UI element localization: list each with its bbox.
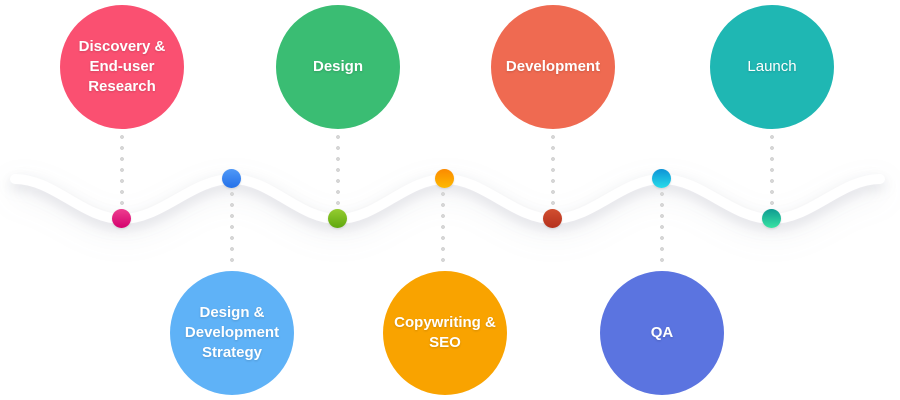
stage-circle-development: Development — [491, 5, 615, 129]
connector-dotted-line-launch — [770, 135, 774, 205]
stage-circle-qa: QA — [600, 271, 724, 395]
stage-label: Launch — [747, 58, 797, 75]
stage-label: Development — [505, 58, 601, 75]
stage-label: Design & Development Strategy — [184, 304, 280, 361]
timeline-marker-dot-strategy — [222, 169, 241, 188]
connector-dotted-line-discovery — [120, 135, 124, 205]
timeline-marker-dot-discovery — [112, 209, 131, 228]
connector-dotted-line-development — [551, 135, 555, 205]
stage-circle-launch: Launch — [710, 5, 834, 129]
stage-circle-discovery-research: Discovery & End-user Research — [60, 5, 184, 129]
stage-label: QA — [650, 324, 674, 341]
timeline-marker-dot-copywriting — [435, 169, 454, 188]
timeline-marker-dot-qa — [652, 169, 671, 188]
timeline-marker-dot-development — [543, 209, 562, 228]
stage-circle-design: Design — [276, 5, 400, 129]
timeline-marker-dot-launch — [762, 209, 781, 228]
connector-dotted-line-qa — [660, 192, 664, 262]
stage-circle-design-development-strategy: Design & Development Strategy — [170, 271, 294, 395]
connector-dotted-line-design — [336, 135, 340, 205]
stage-label: Copywriting & SEO — [394, 314, 496, 351]
connector-dotted-line-strategy — [230, 192, 234, 262]
stage-label: Design — [312, 58, 363, 75]
stage-circle-copywriting-seo: Copywriting & SEO — [383, 271, 507, 395]
stage-label: Discovery & End-user Research — [78, 38, 166, 95]
connector-dotted-line-copywriting — [441, 192, 445, 262]
timeline-marker-dot-design — [328, 209, 347, 228]
